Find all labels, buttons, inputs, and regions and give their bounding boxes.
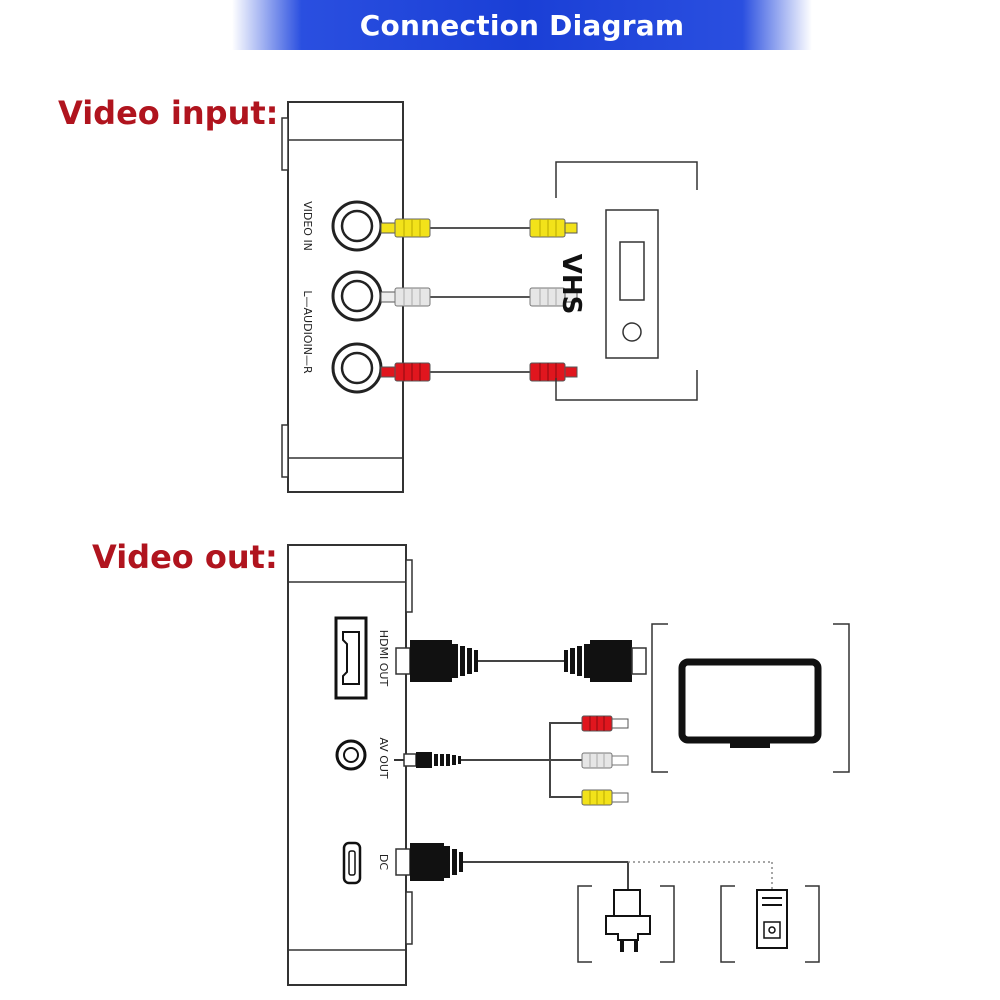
video-input-label: Video input: <box>58 94 279 132</box>
red-rca-cable <box>380 362 578 382</box>
title-banner: Connection Diagram <box>232 0 812 50</box>
hdmi-out-port[interactable] <box>334 616 368 700</box>
tv-icon <box>678 658 822 744</box>
video-in-jack[interactable] <box>331 200 383 252</box>
vhs-player <box>555 161 698 401</box>
av-cable <box>394 715 629 806</box>
white-rca-cable <box>380 287 578 307</box>
dc-port[interactable] <box>342 841 362 885</box>
av-out-port-label: AV OUT <box>377 737 390 779</box>
audio-right-jack[interactable] <box>331 342 383 394</box>
video-out-label: Video out: <box>92 538 278 576</box>
pc-tower-icon <box>756 889 788 949</box>
plug-icon <box>613 889 641 917</box>
dc-cable <box>395 843 773 890</box>
audio-left-jack[interactable] <box>331 270 383 322</box>
power-adapter <box>577 885 675 963</box>
vhs-button-icon <box>622 322 642 342</box>
hdmi-cable <box>395 640 647 682</box>
hdmi-out-port-label: HDMI OUT <box>377 630 390 687</box>
video-in-port-label: VIDEO IN <box>301 201 314 251</box>
tv-monitor <box>651 623 850 773</box>
audio-in-port-label: L—AUDIOIN—R <box>301 290 314 374</box>
computer-tower <box>720 885 820 963</box>
vhs-label: VHS <box>556 254 586 315</box>
yellow-rca-cable <box>380 218 578 238</box>
page-title: Connection Diagram <box>359 8 685 42</box>
dc-port-label: DC <box>377 854 390 870</box>
av-out-port[interactable] <box>335 739 367 771</box>
